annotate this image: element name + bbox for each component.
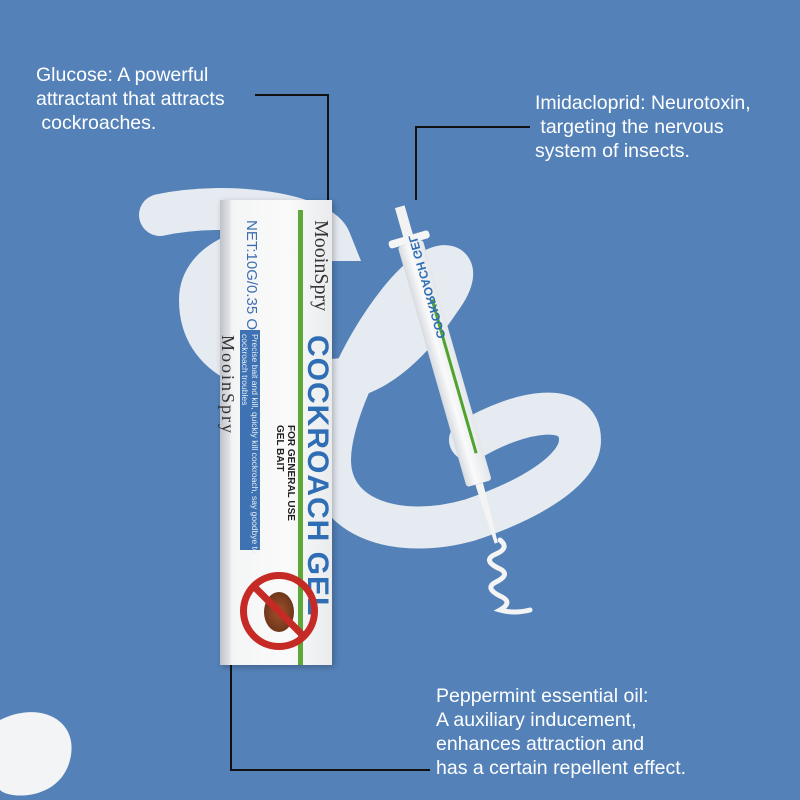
imidacloprid-leader-line <box>415 126 530 128</box>
glucose-callout: Glucose: A powerful attractant that attr… <box>36 64 225 134</box>
description-band: Precise bait and kill, quickly kill cock… <box>240 330 260 554</box>
product-subtitle: FOR GENERAL USE GEL BAIT <box>274 425 296 521</box>
side-brand-name: MooinSpry <box>218 335 238 436</box>
product-box: MooinSpry NET:10G/0.35 OZ COCKROACH GEL … <box>218 200 334 665</box>
peppermint-callout: Peppermint essential oil: A auxiliary in… <box>436 685 687 779</box>
glucose-leader-line-vertical <box>327 94 329 210</box>
net-weight: NET:10G/0.35 OZ <box>243 220 260 340</box>
imidacloprid-leader-line-vertical <box>415 126 417 200</box>
glucose-leader-line <box>255 94 329 96</box>
box-side-panel <box>220 200 230 665</box>
imidacloprid-callout: Imidacloprid: Neurotoxin, targeting the … <box>535 92 751 162</box>
brand-name: MooinSpry <box>310 220 332 312</box>
prohibition-icon <box>240 572 318 650</box>
peppermint-leader-line <box>230 769 430 771</box>
peppermint-leader-line-vertical <box>230 665 232 771</box>
description-text: Precise bait and kill, quickly kill cock… <box>240 334 260 554</box>
product-title: COCKROACH GEL <box>301 335 334 617</box>
green-stripe <box>298 210 303 665</box>
syringe-nozzle <box>475 483 500 545</box>
